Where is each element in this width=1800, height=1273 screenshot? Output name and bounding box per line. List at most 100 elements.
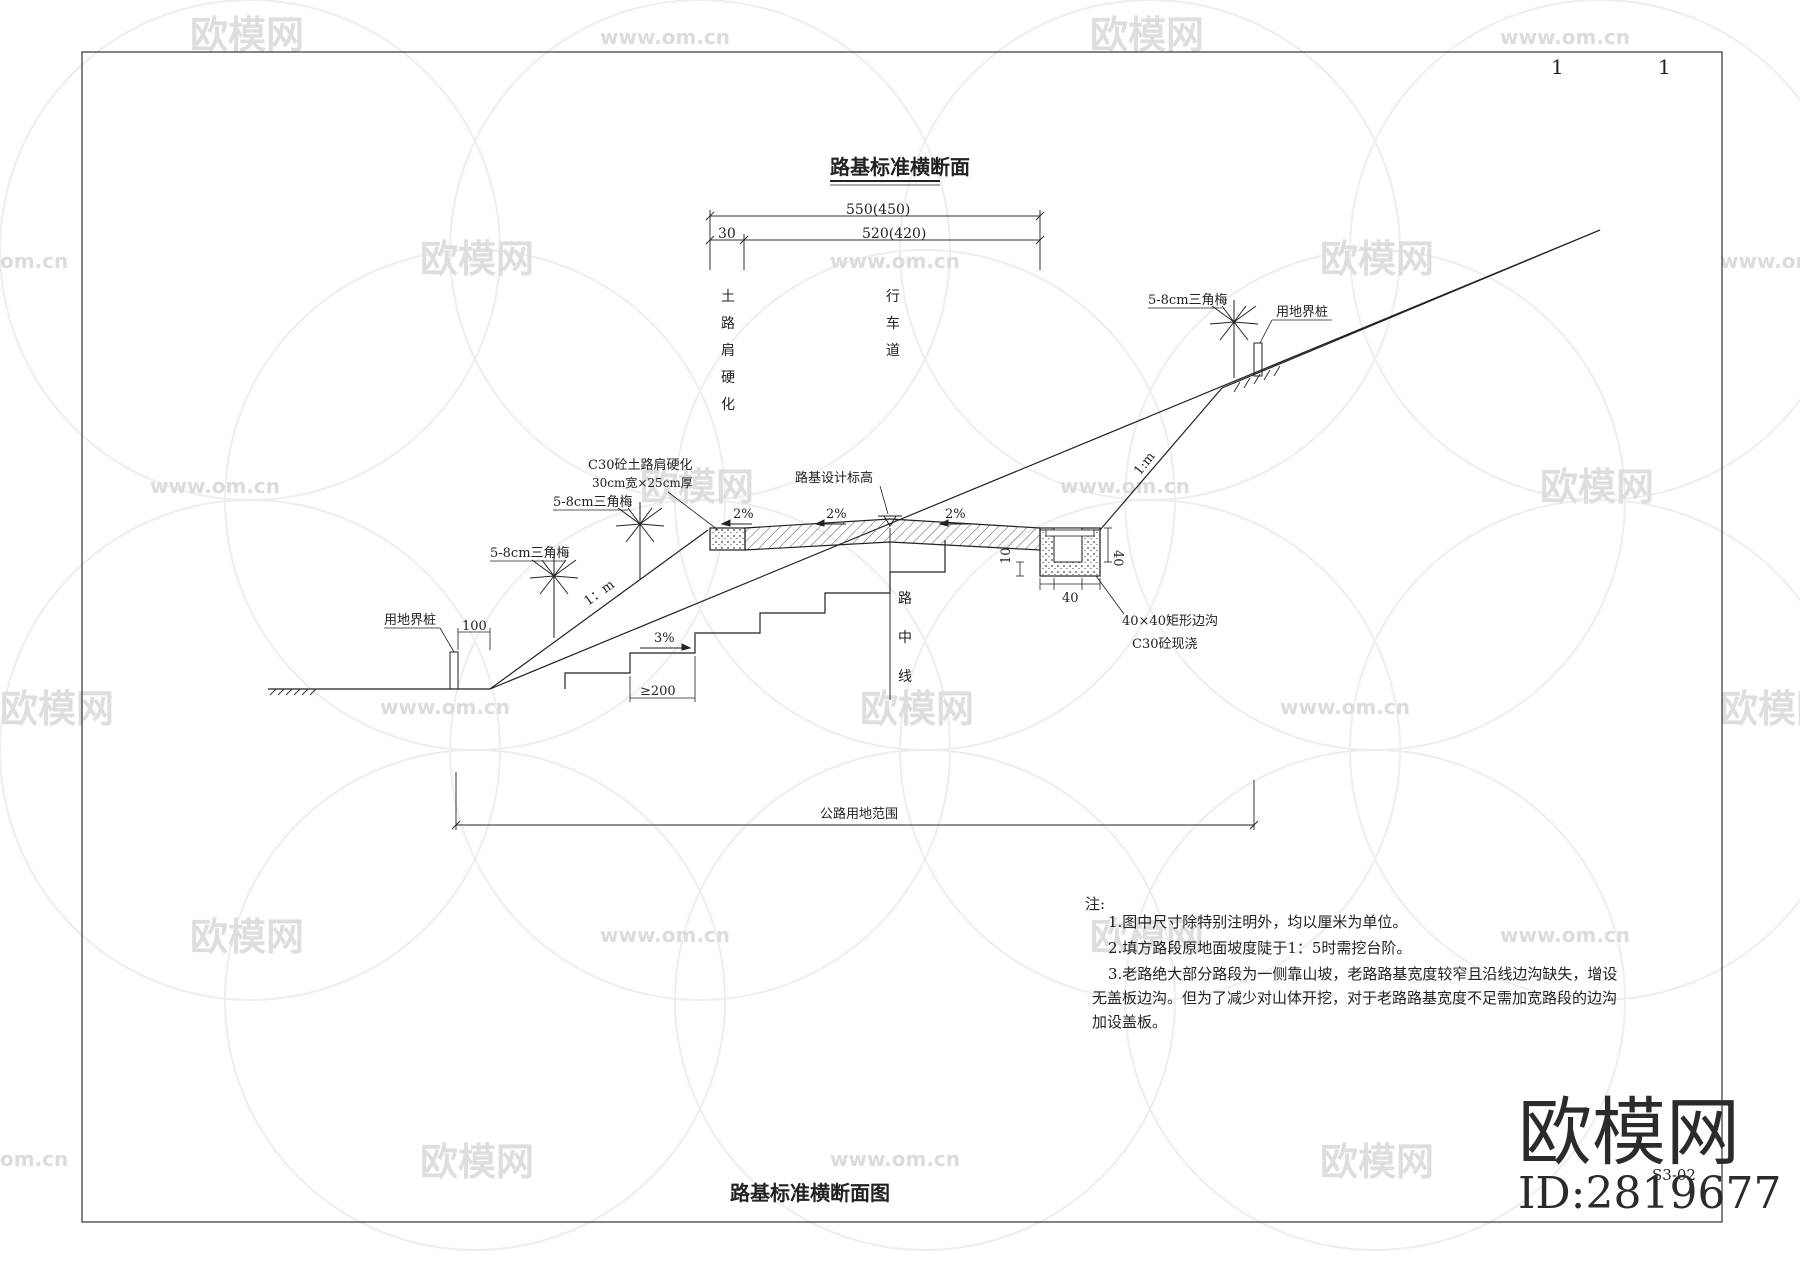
- fill-slope-label: 1：m: [582, 577, 618, 609]
- watermark-url: www.om.cn: [830, 249, 960, 273]
- dim-ditch-width: 40: [1062, 591, 1079, 606]
- shoulder-hardening: [709, 527, 746, 551]
- dim-ditch-wall: 10: [999, 547, 1014, 564]
- dim-ditch-depth: 40: [1110, 550, 1125, 567]
- watermark-brand: 欧模网: [860, 687, 974, 731]
- boundary-leader-right-2: [1259, 319, 1273, 344]
- boundary-leader-left-2: [439, 627, 455, 653]
- watermark-brand: 欧模网: [1540, 465, 1654, 509]
- tree-icon: [529, 554, 579, 638]
- setback-dimension: [457, 628, 491, 650]
- design-elevation-label: 路基设计标高: [795, 470, 873, 486]
- dim-step-width: ≥200: [640, 684, 676, 699]
- grade-left: 2%: [733, 507, 754, 522]
- lane-char: 道: [886, 343, 900, 359]
- side-ditch: [1039, 527, 1101, 577]
- centerline-char: 线: [898, 669, 912, 685]
- lane-char: 行: [886, 289, 900, 305]
- tree-icon: [615, 502, 665, 580]
- watermark-brand: 欧模网: [420, 1140, 534, 1184]
- shoulder-char: 肩: [721, 343, 735, 359]
- centerline-char: 路: [898, 591, 912, 607]
- tree-label: 5-8cm三角梅: [553, 495, 633, 510]
- stamp-id: ID:2819677: [1518, 1168, 1781, 1219]
- dim-total-width: 550(450): [846, 202, 910, 218]
- watermark-url: om.cn: [0, 249, 68, 273]
- cross-section: [268, 229, 1601, 690]
- bottom-title: 路基标准横断面图: [730, 1181, 890, 1205]
- lane-char: 车: [886, 315, 900, 332]
- note-line: 1.图中尺寸除特别注明外，均以厘米为单位。: [1108, 913, 1407, 931]
- dim-lane-width: 520(420): [862, 226, 926, 242]
- watermark-url: www.om.cn: [1500, 923, 1630, 947]
- watermark-url: www.om.cn: [1500, 25, 1630, 49]
- boundary-label-left: 用地界桩: [384, 613, 436, 628]
- watermark-url: om.cn: [0, 1147, 68, 1171]
- page-counter-total: 1: [1658, 55, 1671, 79]
- tree-icon: [1209, 300, 1259, 378]
- watermark-url: www.om.cn: [380, 695, 510, 719]
- pavement-layer: [744, 518, 1041, 551]
- boundary-stake-right: [1253, 342, 1263, 377]
- watermark-logos: 欧模网 欧模网 欧模网 欧模网 欧模网 欧模网 欧模网 欧模网 欧模网 欧模网 …: [0, 13, 1800, 1184]
- ditch-label-2: C30砼现浇: [1132, 637, 1198, 652]
- watermark-brand: 欧模网: [190, 13, 304, 57]
- watermark-url: www.om.cn: [1280, 695, 1410, 719]
- ditch-leader: [1095, 575, 1125, 615]
- watermark-urls: www.om.cn www.om.cn om.cn www.om.cn www.…: [0, 25, 1800, 1171]
- watermark-url: www.om.cn: [1060, 474, 1190, 498]
- ditch-dimensions: [1016, 527, 1112, 590]
- stamp-brand: 欧模网: [1518, 1090, 1740, 1176]
- elevation-pointer: [879, 485, 889, 515]
- shoulder-char: 土: [721, 289, 735, 305]
- ditch-label-1: 40×40矩形边沟: [1122, 614, 1218, 629]
- boundary-label-right: 用地界桩: [1276, 305, 1328, 320]
- dim-shoulder-width: 30: [718, 226, 736, 242]
- watermark-brand: 欧模网: [1090, 13, 1204, 57]
- drawing-title: 路基标准横断面: [830, 155, 970, 179]
- watermark-brand: 欧模网: [0, 687, 114, 731]
- shoulder-callout-leader: [667, 491, 719, 531]
- note-line: 3.老路绝大部分路段为一侧靠山坡，老路路基宽度较窄且沿线边沟缺失，增设: [1108, 965, 1617, 983]
- boundary-stake-left: [449, 651, 459, 690]
- watermark-url: www.om.cn: [830, 1147, 960, 1171]
- shoulder-char: 路: [721, 316, 735, 332]
- watermark-brand: 欧模网: [1320, 1140, 1434, 1184]
- watermark-brand: 欧模网: [1090, 915, 1204, 959]
- grade-step: 3%: [654, 631, 675, 646]
- note-line: 2.填方路段原地面坡度陡于1：5时需挖台阶。: [1108, 939, 1411, 957]
- tree-label: 5-8cm三角梅: [490, 546, 570, 561]
- shoulder-callout-1: C30砼土路肩硬化: [588, 457, 693, 473]
- watermark-brand: 欧模网: [1720, 687, 1800, 731]
- land-range-label: 公路用地范围: [820, 806, 898, 822]
- land-range-dimension: [451, 772, 1259, 830]
- watermark-url: www.om.cn: [600, 25, 730, 49]
- page-counter: 1: [1551, 55, 1564, 79]
- notes-heading: 注:: [1085, 895, 1105, 913]
- watermark-brand: 欧模网: [640, 465, 754, 509]
- grade-marks: 2% 2% 2% 3%: [640, 507, 970, 651]
- step-dimension: [629, 656, 696, 702]
- watermark-url: www.om.cn: [1720, 249, 1800, 273]
- centerline-char: 中: [898, 630, 912, 646]
- zone-labels: 土 路 肩 硬 化 行 车 道 路 中 线: [721, 289, 912, 685]
- note-line: 加设盖板。: [1092, 1013, 1167, 1031]
- watermark-brand: 欧模网: [190, 915, 304, 959]
- notes-block: 注: 1.图中尺寸除特别注明外，均以厘米为单位。 2.填方路段原地面坡度陡于1：…: [1085, 895, 1617, 1031]
- watermark-url: www.om.cn: [150, 474, 280, 498]
- grade-mid: 2%: [826, 507, 847, 522]
- sheet-border: [81, 51, 1723, 1223]
- dim-setback: 100: [462, 619, 487, 634]
- drawing-number: S3-02: [1652, 1166, 1696, 1184]
- watermark-url: www.om.cn: [600, 923, 730, 947]
- tree-label: 5-8cm三角梅: [1148, 293, 1228, 308]
- note-line: 无盖板边沟。但为了减少对山体开挖，对于老路路基宽度不足需加宽路段的边沟: [1092, 989, 1617, 1007]
- watermark-brand: 欧模网: [420, 237, 534, 281]
- top-dimensions: [705, 210, 1045, 270]
- watermark-brand: 欧模网: [1320, 237, 1434, 281]
- shoulder-char: 化: [721, 397, 735, 413]
- shoulder-callout-2: 30cm宽×25cm厚: [592, 475, 693, 490]
- shoulder-char: 硬: [721, 370, 735, 386]
